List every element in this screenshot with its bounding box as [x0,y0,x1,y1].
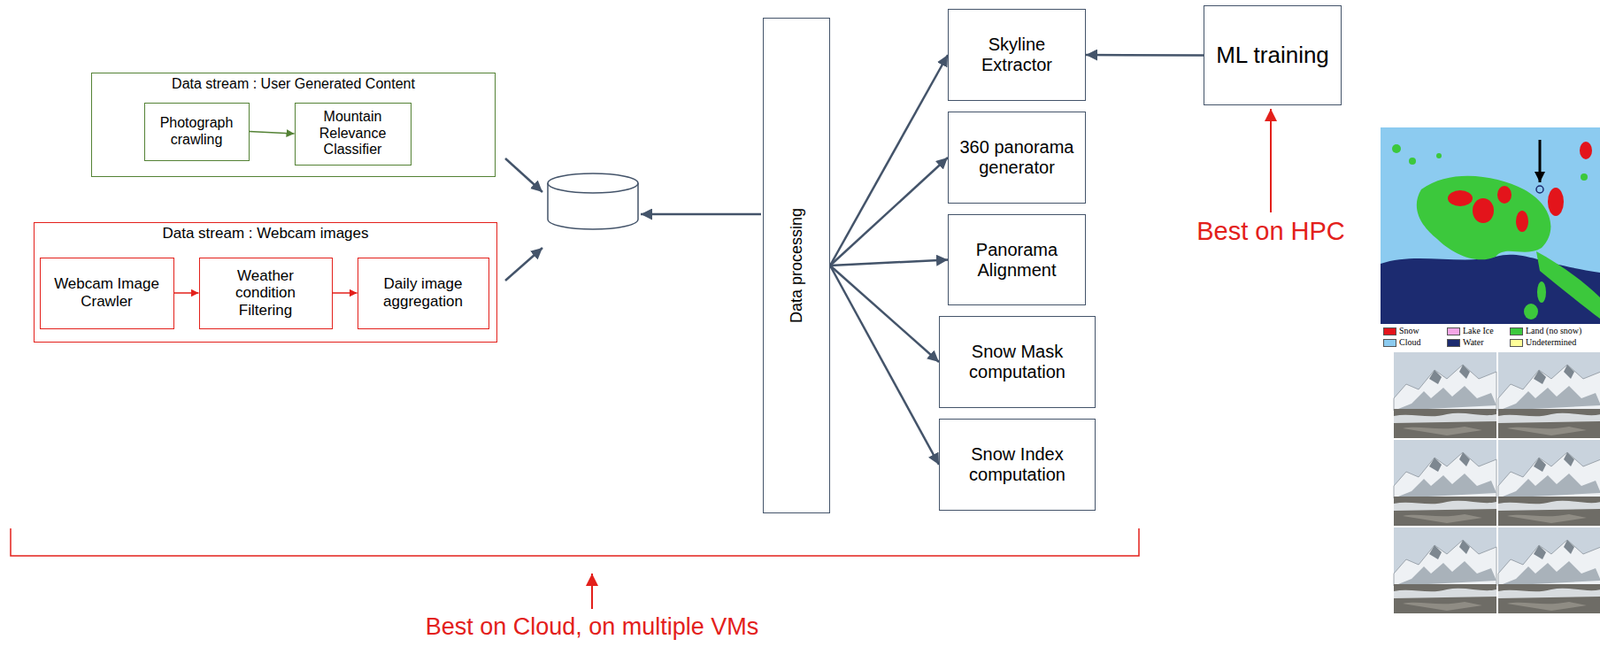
process-box: Skyline Extractor [947,8,1086,101]
legend-text: Undetermined [1525,338,1577,347]
box-label: Snow Mask computation [950,341,1085,383]
legend-item: Snow [1383,326,1420,336]
placement-note: Best on Cloud, on multiple VMs [423,614,762,641]
flow-arrow [830,265,939,465]
process-box: Snow Index computation [938,418,1096,511]
process-box: Snow Mask computation [938,315,1096,408]
placement-note: Best on HPC [1193,217,1348,247]
snow-map [1580,173,1588,181]
box-label: Weather condition Filtering [210,267,322,320]
webcam-photo-grid [1498,439,1600,526]
snow-map [1447,190,1473,207]
box-label: Webcam Image Crawler [51,275,163,310]
database-cylinder [547,173,639,230]
snow-map [1538,139,1542,183]
flow-arrow [830,265,939,362]
snow-map [1537,281,1547,303]
legend-text: Lake Ice [1462,326,1494,336]
flow-arrow [830,54,948,266]
snow-map [1536,185,1544,193]
database-arrow [505,158,762,281]
flow-arrow [249,131,295,135]
bar-label: Data processing [787,207,807,324]
legend-swatch [1446,338,1461,347]
stream-group: Webcam Image Crawler Weather condition Fi… [33,222,498,343]
connector-layer [174,54,1205,465]
flow-arrow [174,292,200,294]
snow-map [1472,198,1494,224]
legend-swatch [1383,327,1397,336]
cloud-bracket [10,528,1139,556]
webcam-photo-grid [1393,527,1497,614]
box-label: 360 panorama generator [959,137,1075,178]
box-label: Data stream : Webcam images [158,224,372,243]
box-label: Daily image aggregation [369,275,478,310]
box-label: Skyline Extractor [959,34,1075,76]
legend-item: Water [1446,338,1485,347]
process-box: Daily image aggregation [357,257,490,330]
snow-map [1547,187,1564,216]
processing-bar: Data processing [762,17,831,514]
legend-swatch [1509,327,1524,336]
snow-map [1380,127,1600,351]
process-box: ML training [1203,5,1342,106]
legend-text: Snow [1399,326,1420,336]
flow-arrow [830,157,948,266]
database-arrow [505,158,543,193]
box-label: Mountain Relevance Classifier [306,108,400,158]
snow-map [1380,127,1600,324]
legend-swatch [1383,338,1397,347]
snow-map [1523,303,1539,320]
process-box: 360 panorama generator [947,111,1086,204]
webcam-photo-grid [1498,352,1600,439]
box-label: Photograph crawling [155,115,239,148]
process-box: Photograph crawling [144,102,250,162]
database-arrow [505,247,543,281]
legend-swatch [1446,327,1461,336]
process-box: Webcam Image Crawler [39,257,175,330]
snow-map [1515,210,1529,232]
process-box: Mountain Relevance Classifier [294,102,412,166]
legend-text: Cloud [1399,338,1421,347]
cloud-pointer [591,573,593,609]
snow-map [1392,144,1401,154]
snow-map [1380,323,1600,351]
legend-item: Land (no snow) [1509,326,1582,336]
snow-map [1416,176,1552,261]
database-cylinder [547,173,639,193]
stream-group: Photograph crawling Mountain Relevance Cl… [91,72,496,177]
legend-item: Lake Ice [1446,326,1494,336]
hpc-pointer [1269,108,1272,213]
snow-map [1579,141,1593,160]
snow-map [1408,157,1416,165]
box-label: Panorama Alignment [959,239,1075,281]
webcam-photo-grid [1498,527,1600,614]
database-arrow [640,213,762,216]
legend-text: Land (no snow) [1525,326,1582,336]
flow-arrow [332,292,358,294]
legend-item: Undetermined [1509,338,1577,347]
process-box: Weather condition Filtering [199,257,333,330]
legend-text: Water [1462,338,1485,347]
webcam-photo-grid [1393,352,1497,439]
box-label: Snow Index computation [950,444,1085,485]
legend-swatch [1509,338,1524,347]
webcam-photo-grid [1393,439,1497,526]
box-label: ML training [1215,42,1330,70]
snow-map [1436,153,1442,159]
legend-item: Cloud [1383,338,1421,347]
process-box: Panorama Alignment [947,214,1086,306]
webcam-photo-grid [1393,352,1600,614]
flow-arrow [830,260,948,267]
flow-arrow [1085,53,1204,57]
snow-map [1536,251,1600,319]
snow-map [1497,185,1512,204]
box-label: Data stream : User Generated Content [168,75,419,93]
